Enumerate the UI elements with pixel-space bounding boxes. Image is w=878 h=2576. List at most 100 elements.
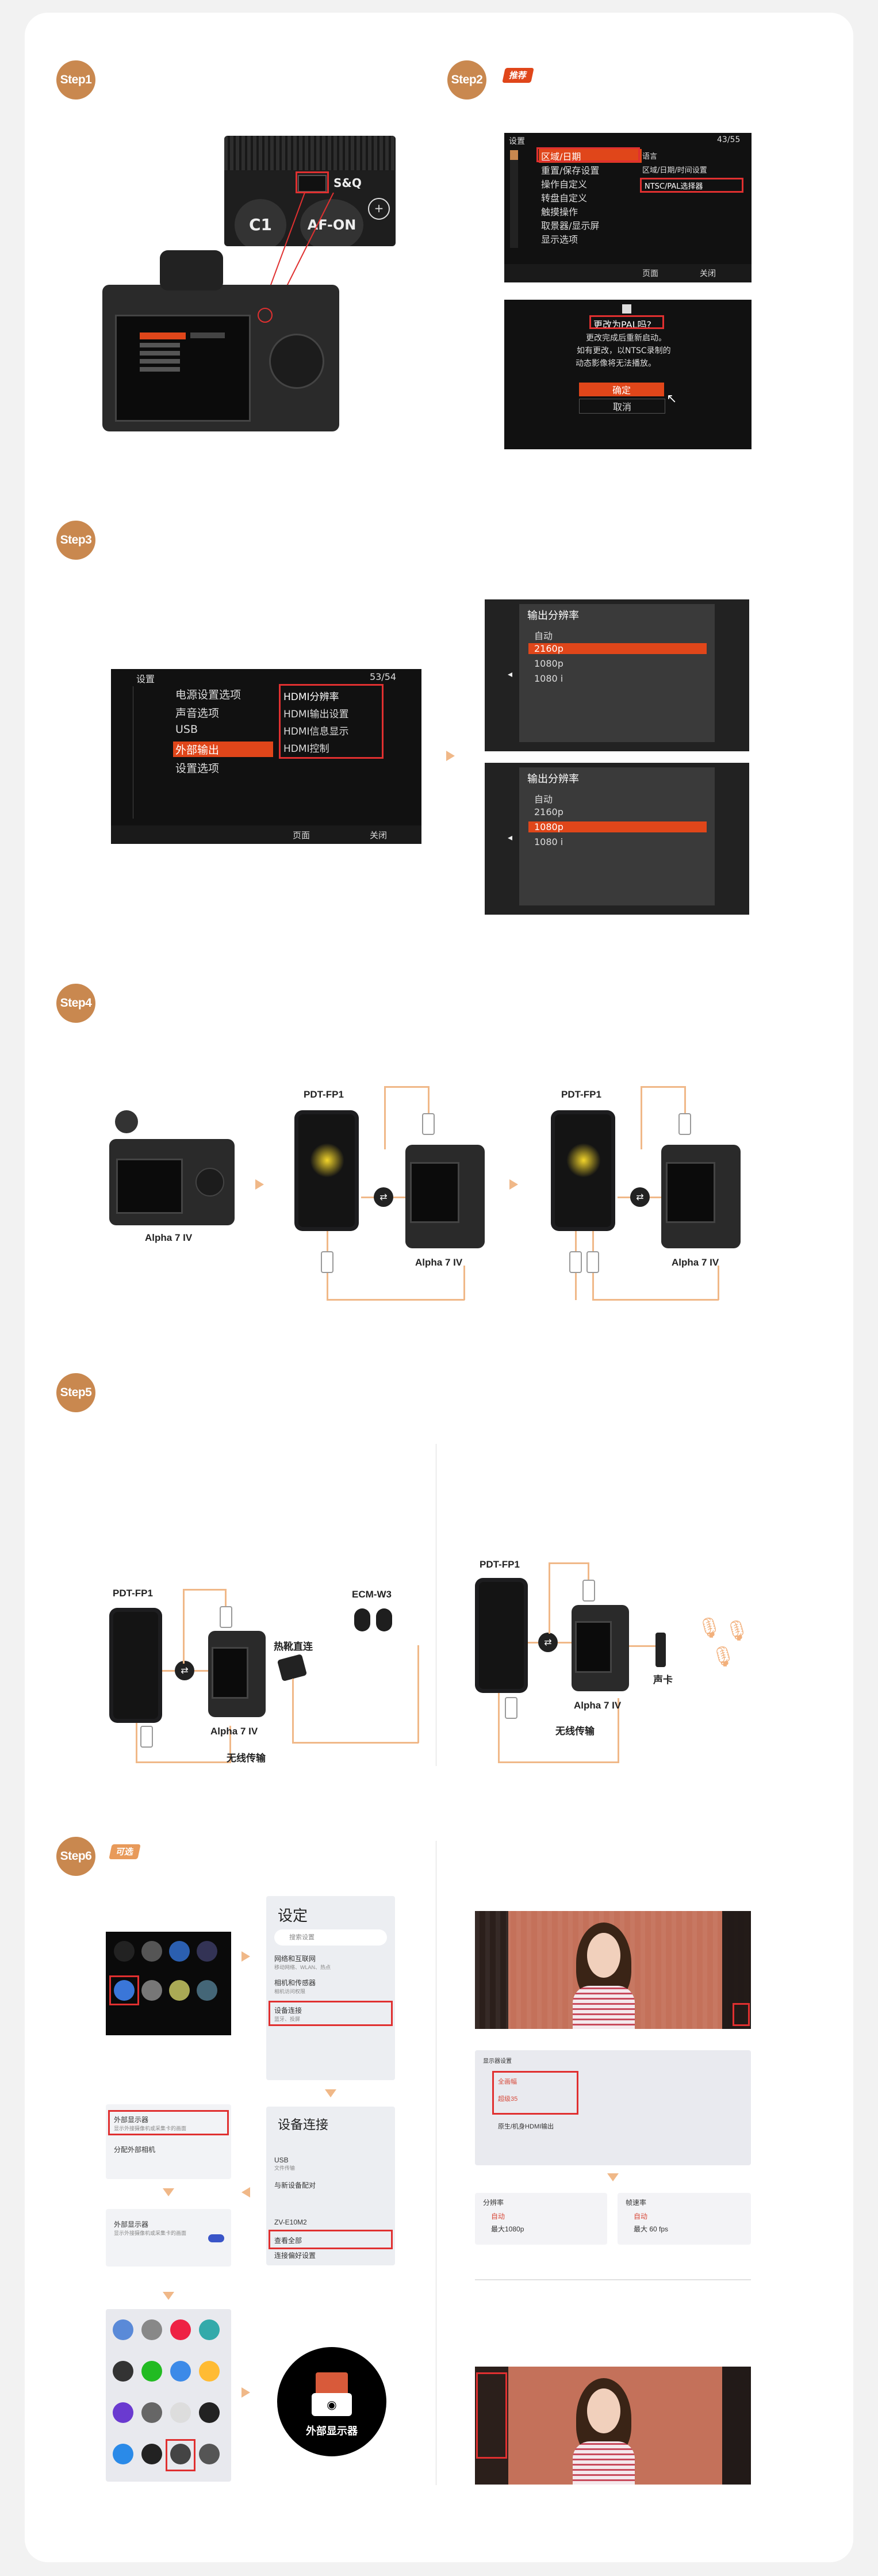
mic-icon: 🎙 — [697, 1616, 722, 1639]
monitor-video-view — [475, 1911, 751, 2029]
res-option-1080i[interactable]: 1080 i — [534, 836, 563, 847]
usb-dongle-icon: ⇄ — [630, 1187, 650, 1207]
camera-icon: ◉ — [312, 2393, 352, 2416]
recommended-tag: 推荐 — [502, 68, 534, 83]
menu-item-power[interactable]: 电源设置选项 — [175, 689, 241, 701]
camera-side — [661, 1145, 741, 1248]
ext-display-title: 外部显示器显示外接摄像机或采集卡的画面 — [114, 2220, 187, 2236]
zoom-in-icon: + — [368, 198, 390, 220]
menu-item-touch[interactable]: 触摸操作 — [541, 207, 578, 217]
framerate-60[interactable]: 最大 60 fps — [634, 2225, 669, 2233]
submenu-hdmi-info[interactable]: HDMI信息显示 — [283, 726, 349, 737]
settings-row-device-connect[interactable]: 设备连接蓝牙、投屏 — [274, 2006, 302, 2022]
control-wheel — [269, 334, 324, 389]
search-input[interactable]: 搜索设置 — [274, 1929, 387, 1946]
ext-display-app-icon[interactable]: ◉ 外部显示器 — [277, 2347, 386, 2456]
cursor-icon: ↖ — [666, 392, 677, 406]
option-full-frame[interactable]: 全画幅 — [498, 2078, 517, 2085]
menu-item-dial[interactable]: 转盘自定义 — [541, 193, 588, 204]
submenu-language[interactable]: 语言 — [642, 152, 658, 161]
res-option-auto[interactable]: 自动 — [534, 794, 553, 805]
step2-dialog-screen: 更改为PAL吗? 更改完成后重新启动。 如有更改，以NTSC录制的 动态影像将无… — [504, 300, 752, 449]
device-row-view-all[interactable]: 查看全部 — [274, 2237, 302, 2245]
app-grid — [106, 2309, 231, 2482]
ball-mount-icon — [115, 1110, 138, 1133]
submenu-region-time[interactable]: 区域/日期/时间设置 — [642, 166, 707, 175]
mic-label: ECM-W3 — [352, 1589, 392, 1600]
res-title: 输出分辨率 — [527, 610, 579, 622]
arrow-right — [241, 2387, 250, 2398]
settings-row[interactable]: 网络和互联网移动网络、WLAN、热点 — [274, 1955, 331, 1970]
camera-with-mount — [109, 1139, 235, 1225]
menu-item-finder[interactable]: 取景器/显示屏 — [541, 220, 600, 231]
wireless-label: 无线传输 — [555, 1726, 595, 1737]
c1-label: C1 — [248, 215, 273, 234]
res-option-1080p[interactable]: 1080p — [534, 658, 563, 669]
footer-close: 关闭 — [700, 269, 716, 278]
soundcard-label: 声卡 — [653, 1675, 673, 1686]
hdmi-output-title: 原生/机身HDMI输出 — [498, 2123, 554, 2130]
usb-dongle-icon: ⇄ — [538, 1633, 558, 1652]
camera-dial-zoom: S&Q C1 AF-ON + — [224, 136, 396, 246]
panel-header: 显示器设置 — [483, 2058, 512, 2065]
submenu-hdmi-resolution[interactable]: HDMI分辨率 — [283, 691, 339, 703]
resolution-1080p[interactable]: 最大1080p — [491, 2225, 524, 2233]
resolution-title: 分辨率 — [483, 2199, 504, 2207]
dialog-ok-button[interactable]: 确定 — [579, 383, 664, 396]
menu-page: 53/54 — [370, 671, 397, 682]
arrow-down — [163, 2292, 174, 2300]
device-row[interactable]: ZV-E10M2 — [274, 2218, 307, 2226]
dialog-cancel-button[interactable]: 取消 — [579, 399, 665, 414]
device-row[interactable]: 与新设备配对 — [274, 2181, 316, 2189]
submenu-ntsc-pal[interactable]: NTSC/PAL选择器 — [645, 182, 703, 191]
menu-item-display[interactable]: 显示选项 — [541, 234, 578, 245]
warning-icon — [622, 304, 631, 314]
dialog-line-3: 动态影像将无法播放。 — [576, 359, 656, 368]
resolution-auto[interactable]: 自动 — [491, 2212, 505, 2220]
settings-row[interactable]: 相机和传感器相机访问权限 — [274, 1979, 316, 1994]
device-title: 设备连接 — [278, 2118, 329, 2132]
option-super35[interactable]: 超级35 — [498, 2096, 518, 2103]
menu-item-usb[interactable]: USB — [175, 723, 198, 736]
res-option-1080p[interactable]: 1080p — [528, 821, 707, 832]
highlight-circle — [258, 308, 273, 323]
ext-display-row[interactable]: 外部显示器显示外接摄像机或采集卡的画面 — [114, 2116, 187, 2131]
afon-label: AF-ON — [307, 217, 356, 233]
app-title: 外部显示器 — [306, 2425, 358, 2437]
step5-badge: Step5 — [56, 1373, 95, 1412]
monitor-device — [551, 1110, 615, 1231]
mic-transmitter-2 — [376, 1608, 392, 1631]
submenu-hdmi-control[interactable]: HDMI控制 — [283, 743, 329, 755]
camera-label: Alpha 7 IV — [672, 1257, 719, 1268]
sq-label: S&Q — [333, 176, 362, 190]
settings-screen: 设定 搜索设置 网络和互联网移动网络、WLAN、热点 相机和传感器相机访问权限 … — [266, 1896, 395, 2080]
resolution-panel: 分辨率 自动 最大1080p — [475, 2193, 607, 2245]
res-option-2160p[interactable]: 2160p — [534, 807, 563, 817]
hotshoe-label: 热靴直连 — [274, 1641, 313, 1652]
menu-item-reset[interactable]: 重置/保存设置 — [541, 165, 600, 176]
arrow-right — [255, 1179, 264, 1190]
toggle-switch[interactable] — [208, 2234, 224, 2242]
res-option-2160p[interactable]: 2160p — [528, 643, 707, 654]
camera-connect-row[interactable]: 分配外部相机 — [114, 2146, 156, 2154]
step3-badge: Step3 — [56, 521, 95, 560]
monitor-label: PDT-FP1 — [480, 1559, 520, 1570]
menu-item-external-output[interactable]: 外部输出 — [173, 742, 273, 757]
menu-item-setup[interactable]: 设置选项 — [175, 762, 220, 775]
menu-item-sound[interactable]: 声音选项 — [175, 707, 220, 720]
left-arrow-icon: ◂ — [508, 668, 513, 679]
usb-dongle-icon: ⇄ — [175, 1661, 194, 1680]
submenu-hdmi-output[interactable]: HDMI输出设置 — [283, 709, 349, 720]
step2-badge: Step2 — [447, 60, 486, 100]
res-option-auto[interactable]: 自动 — [534, 630, 553, 641]
framerate-auto[interactable]: 自动 — [634, 2212, 648, 2220]
menu-header: 设置 — [136, 674, 155, 685]
camera-label: Alpha 7 IV — [210, 1726, 258, 1737]
arrow-right — [446, 751, 455, 761]
device-row[interactable]: 连接偏好设置 — [274, 2252, 316, 2260]
menu-item-custom-op[interactable]: 操作自定义 — [541, 179, 588, 190]
res-option-1080i[interactable]: 1080 i — [534, 673, 563, 684]
camera-label: Alpha 7 IV — [415, 1257, 463, 1268]
monitor-device — [475, 1578, 528, 1693]
